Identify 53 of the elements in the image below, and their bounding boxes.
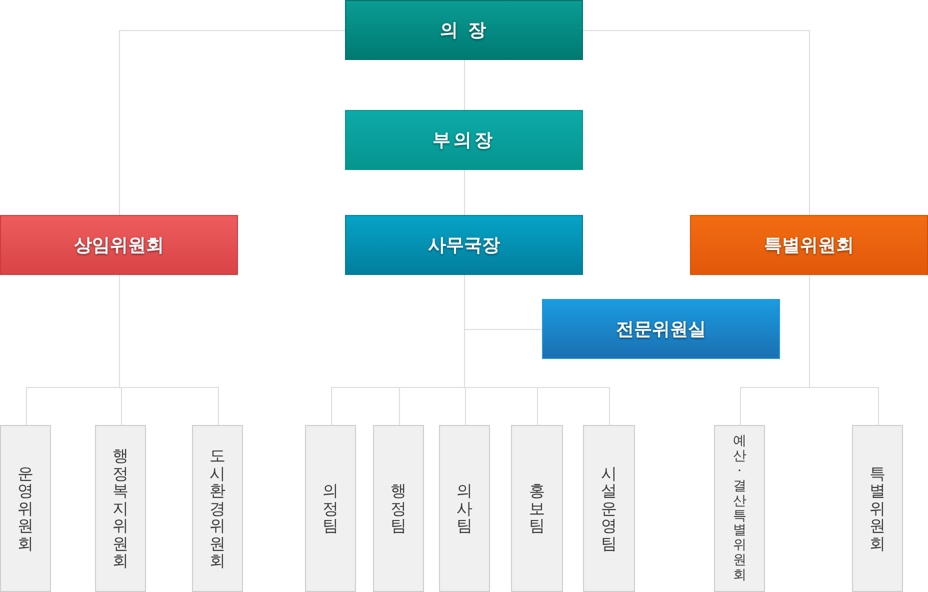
connector-line bbox=[119, 30, 346, 216]
unit-name: 홍보팀 bbox=[529, 482, 545, 535]
unit-box bbox=[192, 425, 243, 592]
position-title: 의 장 bbox=[440, 18, 488, 42]
connector-line bbox=[331, 388, 332, 426]
connector-line bbox=[809, 274, 810, 388]
unit-name: 도시환경위원회 bbox=[210, 446, 226, 570]
unit-name: 예산·결산특별위원회 bbox=[732, 434, 746, 583]
unit-box bbox=[0, 425, 51, 592]
connector-line bbox=[740, 388, 741, 426]
office-box bbox=[542, 299, 780, 359]
unit-box bbox=[439, 425, 490, 592]
connector-line bbox=[464, 274, 465, 388]
unit-box bbox=[373, 425, 424, 592]
connector-line bbox=[582, 30, 810, 216]
connector-line bbox=[464, 170, 465, 216]
position-box bbox=[345, 110, 583, 170]
connector-line bbox=[609, 388, 610, 426]
connector-line bbox=[464, 60, 465, 110]
unit-name: 행정팀 bbox=[390, 482, 406, 535]
unit-name: 특별위원회 bbox=[870, 464, 886, 552]
unit-box bbox=[95, 425, 146, 592]
connector-line bbox=[878, 388, 879, 426]
unit-name: 행정복지위원회 bbox=[112, 446, 128, 570]
position-title: 부의장 bbox=[432, 128, 496, 152]
unit-box bbox=[714, 425, 765, 592]
unit-name: 의사팀 bbox=[456, 482, 472, 535]
office-title: 전문위원실 bbox=[616, 318, 706, 342]
unit-box bbox=[511, 425, 563, 592]
connector-line bbox=[218, 388, 219, 426]
connector-line bbox=[464, 329, 542, 330]
unit-box bbox=[583, 425, 635, 592]
connector-line bbox=[26, 388, 27, 426]
committee-group-title: 상임위원회 bbox=[74, 234, 164, 258]
connector-line bbox=[121, 388, 122, 426]
connector-line bbox=[330, 387, 610, 388]
connector-line bbox=[26, 387, 220, 388]
unit-box bbox=[852, 425, 903, 592]
connector-line bbox=[537, 388, 538, 426]
unit-name: 운영위원회 bbox=[18, 464, 34, 552]
position-box bbox=[345, 215, 583, 275]
connector-line bbox=[740, 387, 880, 388]
position-title: 사무국장 bbox=[428, 234, 500, 258]
unit-name: 의정팀 bbox=[322, 482, 338, 535]
position-box bbox=[345, 0, 583, 60]
committee-group-title: 특별위원회 bbox=[764, 234, 854, 258]
connector-line bbox=[465, 388, 466, 426]
committee-group-box bbox=[0, 215, 238, 275]
unit-name: 시설운영팀 bbox=[601, 464, 617, 552]
unit-box bbox=[305, 425, 356, 592]
committee-group-box bbox=[690, 215, 928, 275]
connector-line bbox=[399, 388, 400, 426]
connector-line bbox=[119, 274, 120, 388]
